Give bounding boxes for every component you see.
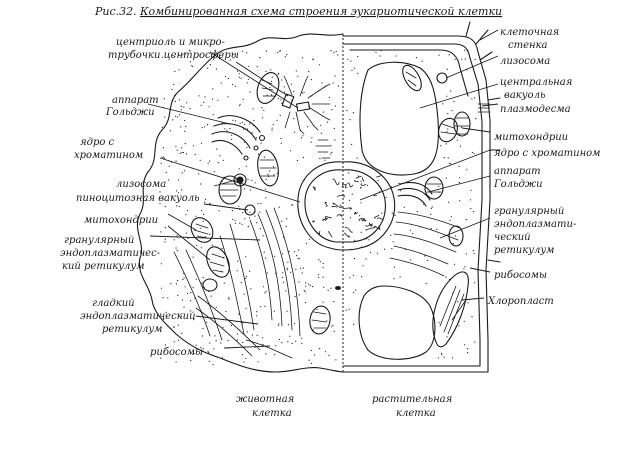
label-vacuole-1: центральная xyxy=(500,77,572,88)
label-plasmodesma: плазмодесма xyxy=(500,104,571,115)
label-ger-right-1: гранулярный xyxy=(494,206,564,217)
label-ger-2: эндоплазматичес- xyxy=(60,248,161,259)
animal-mitochondria xyxy=(190,72,331,335)
label-nucleus-1: ядро с xyxy=(80,137,115,148)
label-nucleus-right: ядро с хроматином xyxy=(494,148,600,159)
animal-cytoplasm xyxy=(159,49,339,366)
label-mito-left: митохондрии xyxy=(84,215,158,226)
label-wall-2: стенка xyxy=(508,40,548,51)
animal-er xyxy=(173,207,301,359)
animal-cell-membrane xyxy=(136,33,344,373)
centrioles xyxy=(281,75,331,159)
label-centriole-1: центриоль и микро- xyxy=(116,37,226,48)
label-ser-2: эндоплазматический xyxy=(80,311,196,322)
label-ser-1: гладкий xyxy=(92,298,135,309)
label-ger-right-4: ретикулум xyxy=(494,245,554,256)
central-vacuole xyxy=(359,61,439,176)
label-lysosome: лизосома xyxy=(116,179,166,190)
figure-title: Комбинированная схема строения эукариоти… xyxy=(139,5,502,18)
right-labels: клеточная стенка лизосома центральная ва… xyxy=(372,27,600,419)
granule xyxy=(335,286,341,290)
label-ribosomes-right: рибосомы xyxy=(494,270,547,281)
animal-golgi xyxy=(211,115,266,161)
left-leader-lines xyxy=(147,51,301,349)
label-lysosome-right: лизосома xyxy=(500,56,550,67)
label-ger-right-2: эндоплазмати- xyxy=(494,219,577,230)
label-ger-3: кий ретикулум xyxy=(62,261,145,272)
label-ger-1: гранулярный xyxy=(64,235,134,246)
plant-er xyxy=(389,211,461,277)
figure-number: Рис.32. xyxy=(94,5,137,18)
label-centriole-2: трубочки центросферы xyxy=(108,50,239,61)
left-labels: центриоль и микро- трубочки центросферы … xyxy=(60,37,294,419)
label-chloroplast: Хлоропласт xyxy=(487,296,554,307)
plant-mitochondria xyxy=(402,64,471,247)
lower-vacuole xyxy=(358,285,436,360)
label-ger-right-3: ческий xyxy=(494,232,531,243)
label-golgi-1: аппарат xyxy=(112,95,159,106)
label-mito-right: митохондрии xyxy=(494,132,568,143)
label-nucleus-2: хроматином xyxy=(74,150,143,161)
label-animal-2: клетка xyxy=(252,408,292,419)
label-wall-1: клеточная xyxy=(500,27,559,38)
right-leader-lines xyxy=(359,29,499,301)
label-plant-2: клетка xyxy=(396,408,436,419)
plant-cytoplasm xyxy=(345,49,477,359)
chromatin xyxy=(312,174,384,238)
plasmodesma xyxy=(477,103,491,113)
label-animal-1: животная xyxy=(236,394,294,405)
chloroplast xyxy=(432,271,469,348)
label-ser-3: ретикулум xyxy=(102,324,162,335)
label-pinocytic: пиноцитозная вакуоль xyxy=(76,193,200,204)
label-plant-1: растительная xyxy=(372,394,452,405)
label-golgi-right-1: аппарат xyxy=(494,166,541,177)
nucleus xyxy=(297,161,396,251)
label-vacuole-2: вакуоль xyxy=(504,90,545,101)
label-golgi-2: Гольджи xyxy=(105,107,155,118)
label-golgi-right-2: Гольджи xyxy=(493,179,543,190)
label-ribosomes-left: рибосомы xyxy=(150,347,203,358)
